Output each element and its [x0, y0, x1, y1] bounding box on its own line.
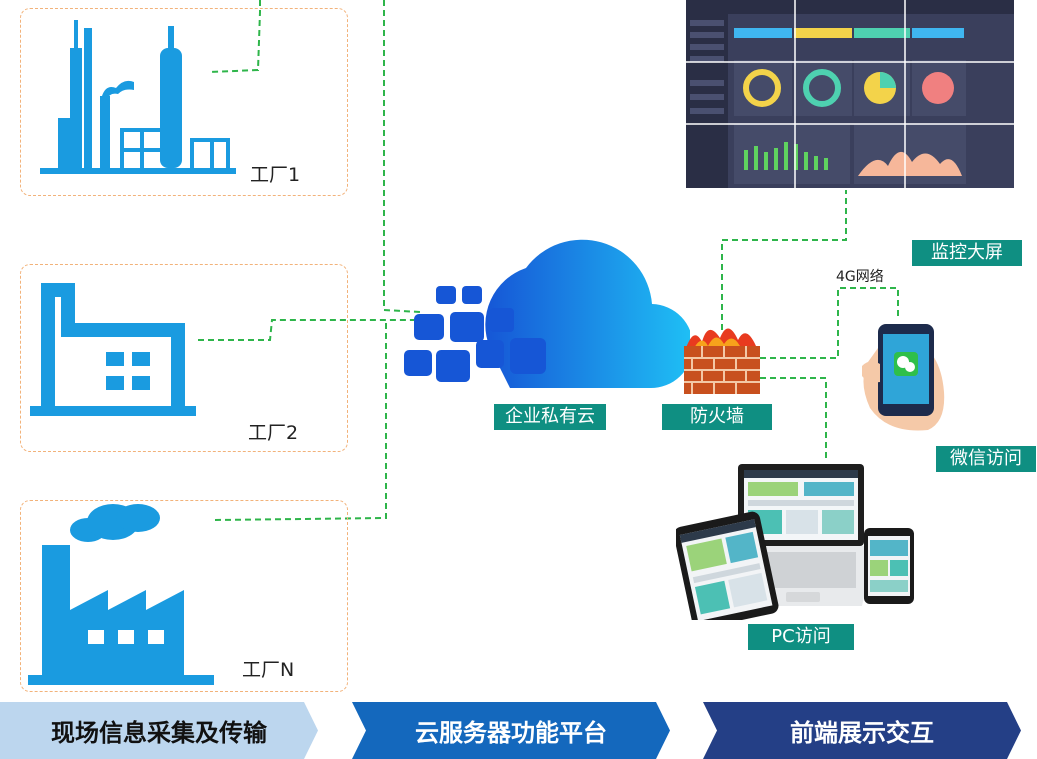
cloud-label: 企业私有云	[494, 404, 606, 430]
factory-2-label: 工厂2	[248, 422, 299, 444]
dashboard-screen-image	[686, 0, 1014, 188]
factory-n-label: 工厂N	[242, 659, 295, 681]
cloud-icon	[404, 239, 690, 389]
factory-2-box	[20, 264, 348, 452]
factory-building-icon	[30, 283, 196, 416]
pc-devices-image	[676, 464, 914, 620]
cloud-platform-section-bar: 云服务器功能平台	[352, 702, 670, 759]
phone-in-hand-icon	[862, 324, 945, 431]
collect-section-bar: 现场信息采集及传输	[0, 702, 318, 759]
factory-1-label: 工厂1	[250, 164, 301, 186]
network-label: 4G网络	[836, 269, 884, 285]
frontend-section-bar: 前端展示交互	[703, 702, 1021, 759]
firewall-label: 防火墙	[662, 404, 772, 430]
refinery-icon	[40, 20, 236, 174]
factory-n-box	[20, 500, 348, 692]
firewall-icon	[684, 328, 760, 394]
factory-1-box	[20, 8, 348, 196]
wechat-label: 微信访问	[936, 446, 1036, 472]
big-screen-label: 监控大屏	[912, 240, 1022, 266]
pc-label: PC访问	[748, 624, 854, 650]
factory-smokestack-icon	[28, 504, 214, 685]
